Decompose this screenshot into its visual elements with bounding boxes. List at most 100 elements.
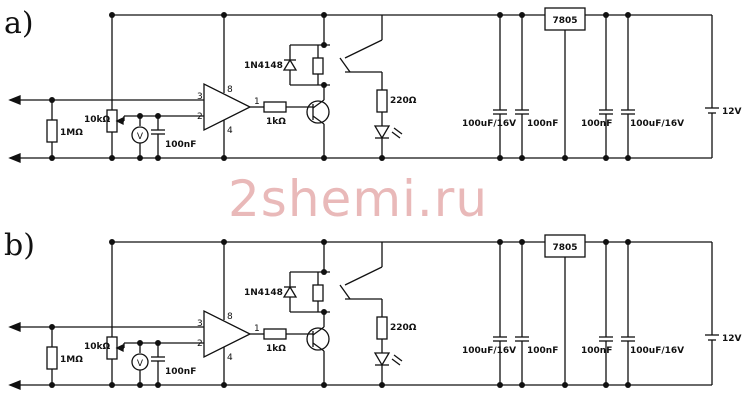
base-resistor-label: 1kΩ	[266, 117, 286, 127]
junction-dot	[603, 155, 609, 161]
transistor-collector	[312, 99, 325, 109]
junction-dot	[603, 12, 609, 18]
regulator-label: 7805	[552, 16, 577, 26]
junction-dot	[603, 382, 609, 388]
input-cap-label: 100nF	[527, 346, 558, 356]
led-resistor-220	[376, 316, 388, 340]
watermark-text: 2shemi.ru	[228, 170, 489, 228]
input-resistor-1m	[46, 119, 58, 143]
flyback-diode	[282, 58, 298, 71]
junction-dot	[49, 324, 55, 330]
input-resistor-label: 1MΩ	[60, 128, 83, 138]
output-cap-label: 100nF	[581, 119, 612, 129]
led-resistor-220	[376, 89, 388, 113]
junction-dot	[321, 155, 327, 161]
battery-label: 12V	[722, 334, 742, 344]
transistor-emitter	[312, 115, 325, 125]
battery-label: 12V	[722, 107, 742, 117]
transistor-emitter	[312, 342, 325, 352]
electrolytic-right-label: 100uF/16V	[630, 119, 684, 129]
schematic-panel-a: 1MΩ10kΩV100nF328411kΩ1N4148220Ω100uF/16V…	[8, 7, 742, 163]
wiper-arrow-icon	[115, 343, 124, 353]
filter-cap-label: 100nF	[165, 140, 196, 150]
led-ray-icon	[391, 131, 401, 139]
electrolytic-right-label: 100uF/16V	[630, 346, 684, 356]
junction-dot	[221, 155, 227, 161]
diode-label: 1N4148	[244, 61, 283, 71]
base-resistor-1k	[263, 101, 287, 113]
input-resistor-1m	[46, 346, 58, 370]
relay-contact	[339, 57, 351, 73]
junction-dot	[321, 309, 327, 315]
electrolytic-left-label: 100uF/16V	[462, 346, 516, 356]
junction-dot	[625, 382, 631, 388]
junction-dot	[321, 382, 327, 388]
junction-dot	[321, 42, 327, 48]
schematic-panel-b: 1MΩ10kΩV100nF328411kΩ1N4148220Ω100uF/16V…	[8, 234, 742, 390]
panel-label-a: a)	[4, 6, 34, 41]
wiper-arrow-icon	[115, 116, 124, 126]
led-diode	[373, 352, 391, 367]
base-resistor-label: 1kΩ	[266, 344, 286, 354]
pin1-label: 1	[254, 97, 260, 107]
voltmeter-label: V	[137, 359, 144, 369]
relay-coil	[312, 57, 324, 75]
pin4-label: 4	[227, 126, 233, 136]
input-arrow-icon	[8, 322, 21, 332]
filter-cap-label: 100nF	[165, 367, 196, 377]
voltmeter-label: V	[137, 132, 144, 142]
junction-dot	[137, 382, 143, 388]
panel-label-b: b)	[4, 228, 35, 263]
junction-dot	[321, 82, 327, 88]
potentiometer-label: 10kΩ	[84, 115, 111, 125]
led-resistor-label: 220Ω	[390, 323, 417, 333]
junction-dot	[625, 239, 631, 245]
pin2-label: 2	[197, 339, 203, 349]
input-arrow-icon	[8, 95, 21, 105]
output-cap-label: 100nF	[581, 346, 612, 356]
input-arrow-icon	[8, 153, 21, 163]
regulator-label: 7805	[552, 243, 577, 253]
contact-wire	[344, 266, 383, 286]
led-diode	[373, 125, 391, 140]
contact-wire	[344, 39, 383, 59]
junction-dot	[49, 382, 55, 388]
pin8-label: 8	[227, 85, 233, 95]
junction-dot	[625, 12, 631, 18]
pin3-label: 3	[197, 92, 203, 102]
relay-coil	[312, 284, 324, 302]
junction-dot	[221, 382, 227, 388]
pin1-label: 1	[254, 324, 260, 334]
diode-label: 1N4148	[244, 288, 283, 298]
pin2-label: 2	[197, 112, 203, 122]
junction-dot	[155, 382, 161, 388]
comparator-opamp	[203, 309, 252, 359]
junction-dot	[379, 155, 385, 161]
led-ray-icon	[391, 358, 401, 366]
electrolytic-left-label: 100uF/16V	[462, 119, 516, 129]
junction-dot	[625, 155, 631, 161]
pin4-label: 4	[227, 353, 233, 363]
input-arrow-icon	[8, 380, 21, 390]
flyback-diode	[282, 285, 298, 298]
input-resistor-label: 1MΩ	[60, 355, 83, 365]
junction-dot	[49, 155, 55, 161]
junction-dot	[109, 382, 115, 388]
junction-dot	[603, 239, 609, 245]
comparator-opamp	[203, 82, 252, 132]
led-ray-icon	[393, 127, 403, 135]
junction-dot	[321, 269, 327, 275]
pin3-label: 3	[197, 319, 203, 329]
junction-dot	[109, 239, 115, 245]
input-cap-label: 100nF	[527, 119, 558, 129]
junction-dot	[562, 155, 568, 161]
junction-dot	[379, 382, 385, 388]
junction-dot	[562, 382, 568, 388]
relay-contact	[339, 284, 351, 300]
led-ray-icon	[393, 354, 403, 362]
junction-dot	[109, 12, 115, 18]
base-resistor-1k	[263, 328, 287, 340]
junction-dot	[155, 155, 161, 161]
